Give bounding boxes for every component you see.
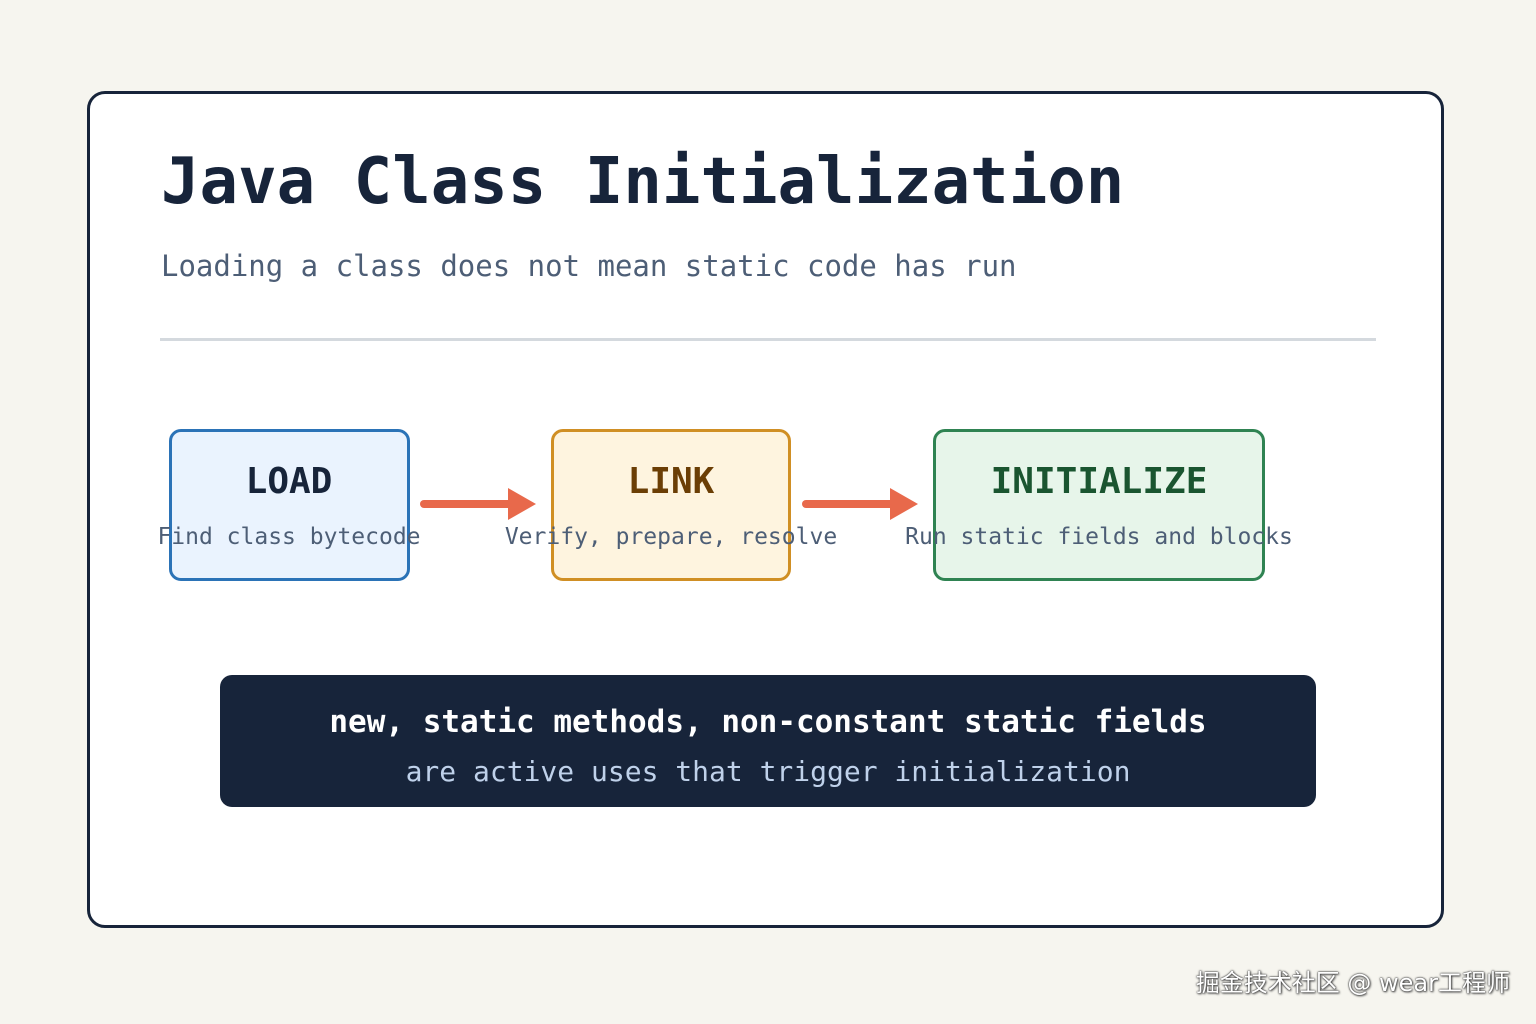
stage-link-box: [551, 429, 791, 581]
stage-link-description: Verify, prepare, resolve: [504, 524, 838, 550]
arrow-load-to-link: [420, 488, 536, 520]
stage-load-label: LOAD: [245, 461, 333, 502]
stage-initialize-box: [933, 429, 1265, 581]
page-subtitle: Loading a class does not mean static cod…: [161, 249, 1017, 283]
stage-link-label: LINK: [627, 461, 715, 502]
arrow-link-to-initialize: [802, 488, 918, 520]
banner-heading: new, static methods, non-constant static…: [329, 704, 1207, 740]
stage-initialize-label: INITIALIZE: [990, 461, 1208, 502]
stage-load-box: [169, 429, 410, 581]
active-use-banner: [220, 675, 1316, 807]
watermark: 掘金技术社区 @ wear工程师: [1195, 969, 1510, 997]
stage-load-description: Find class bytecode: [157, 524, 421, 550]
banner-caption: are active uses that trigger initializat…: [405, 755, 1131, 788]
divider: [160, 338, 1376, 341]
page-title: Java Class Initialization: [161, 145, 1125, 219]
stage-initialize-description: Run static fields and blocks: [905, 524, 1293, 550]
